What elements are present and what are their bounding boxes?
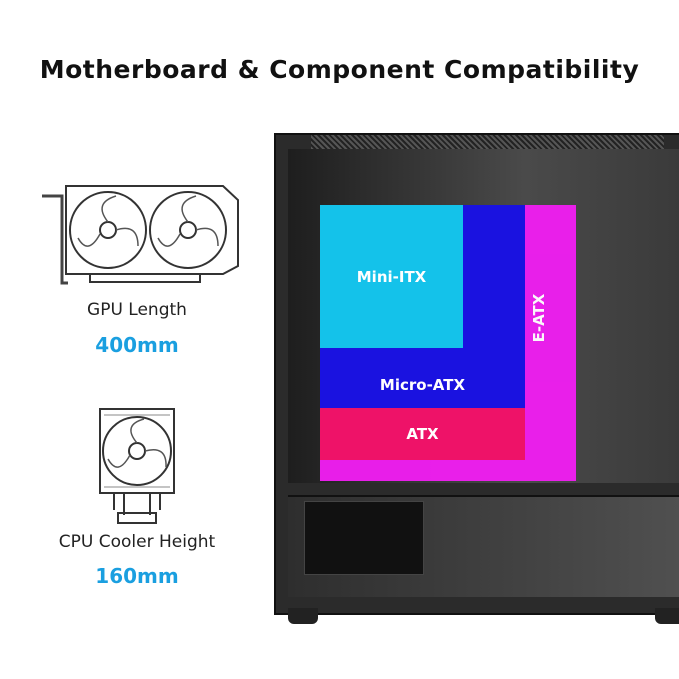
gpu-icon (42, 185, 239, 285)
page-title: Motherboard & Component Compatibility (39, 55, 640, 84)
case-foot (288, 608, 318, 624)
gpu-length-label: GPU Length (87, 300, 187, 320)
gpu-length-value: 400mm (95, 333, 179, 357)
mini-itx-label: Mini-ITX (356, 267, 427, 286)
psu-shroud (288, 495, 679, 597)
case-foot (655, 608, 679, 624)
cpu-cooler-icon (99, 408, 175, 524)
psu-window (304, 501, 424, 575)
cpu-cooler-label: CPU Cooler Height (58, 532, 216, 552)
cpu-cooler-value: 160mm (95, 564, 179, 588)
atx-label: ATX (406, 425, 439, 443)
e-atx-label: E-ATX (530, 293, 548, 343)
micro-atx-label: Micro-ATX (379, 376, 466, 394)
mini-itx-area: Mini-ITX (320, 205, 463, 348)
atx-area: ATX (320, 408, 525, 460)
top-mesh (311, 135, 664, 149)
